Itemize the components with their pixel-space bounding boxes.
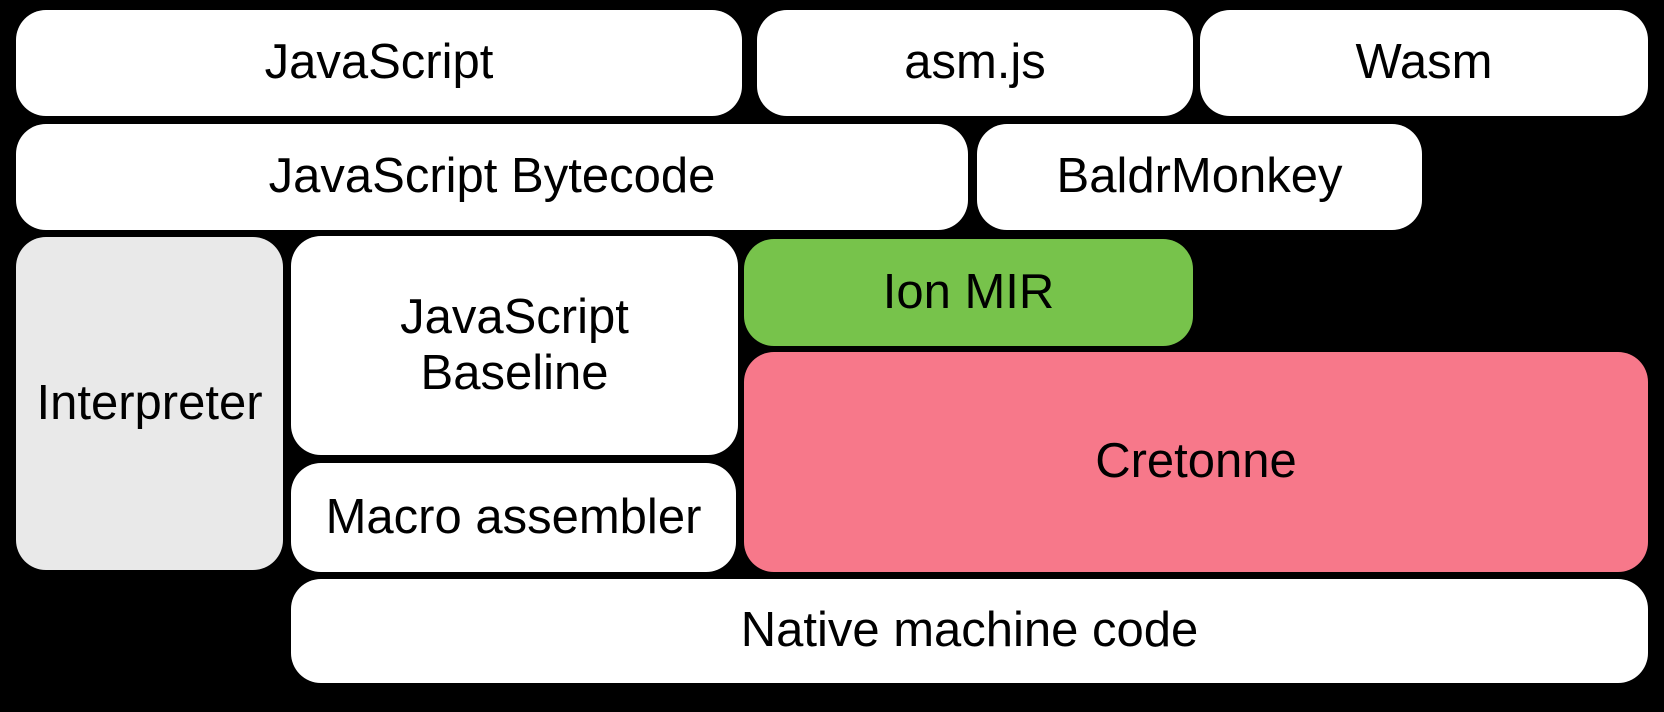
block-wasm-label: Wasm: [1355, 35, 1493, 90]
block-javascript-bytecode: JavaScript Bytecode: [16, 124, 968, 230]
block-ion-mir: Ion MIR: [744, 239, 1193, 346]
block-cretonne: Cretonne: [744, 352, 1648, 572]
block-macro-assembler: Macro assembler: [291, 463, 736, 572]
block-javascript: JavaScript: [16, 10, 742, 116]
block-macro-assembler-label: Macro assembler: [325, 489, 702, 544]
block-baldrmonkey-label: BaldrMonkey: [1056, 149, 1343, 204]
block-javascript-label: JavaScript: [264, 35, 494, 90]
block-interpreter: Interpreter: [16, 237, 283, 570]
block-asm-js: asm.js: [757, 10, 1193, 116]
block-native-machine-code: Native machine code: [291, 579, 1648, 683]
block-javascript-baseline-label-line2: Baseline: [420, 345, 609, 400]
block-javascript-baseline: JavaScript Baseline: [291, 236, 738, 455]
block-javascript-baseline-label-line1: JavaScript: [400, 289, 629, 344]
block-native-machine-code-label: Native machine code: [740, 603, 1199, 658]
block-interpreter-label: Interpreter: [36, 375, 263, 430]
block-ion-mir-label: Ion MIR: [882, 264, 1055, 319]
block-baldrmonkey: BaldrMonkey: [977, 124, 1422, 230]
block-wasm: Wasm: [1200, 10, 1648, 116]
block-javascript-bytecode-label: JavaScript Bytecode: [268, 149, 716, 204]
block-asm-js-label: asm.js: [904, 35, 1046, 90]
block-cretonne-label: Cretonne: [1095, 434, 1297, 489]
